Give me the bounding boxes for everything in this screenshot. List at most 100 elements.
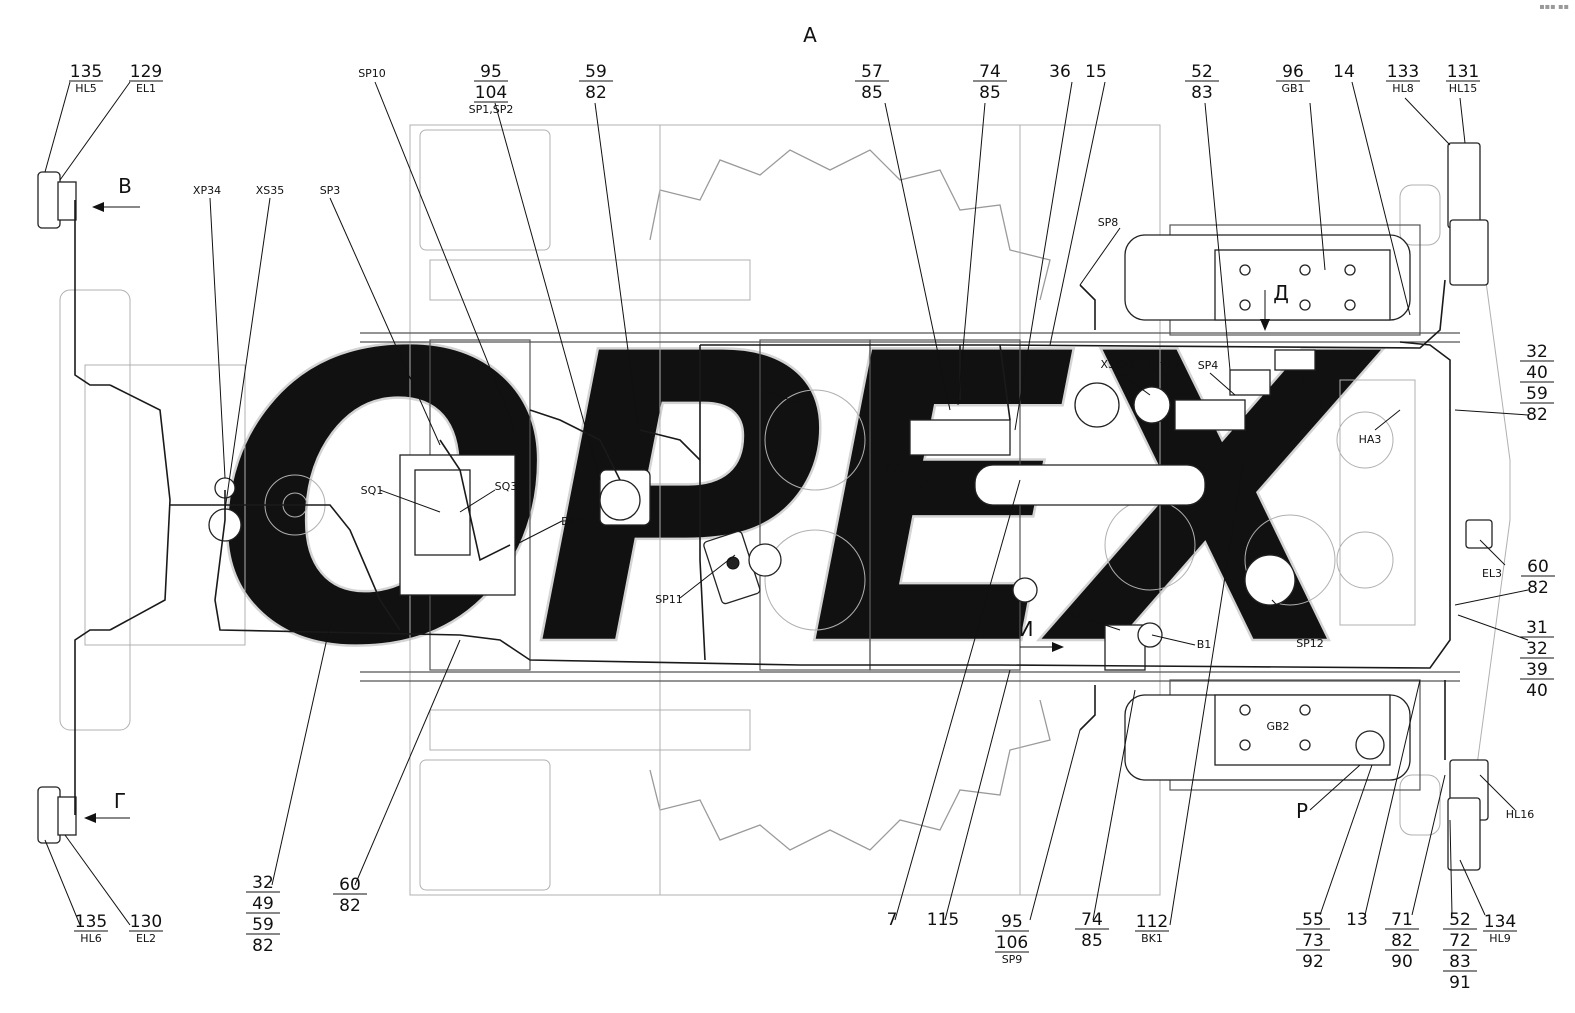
- device-label-xsya2: XSYA2: [1101, 358, 1136, 371]
- headlamps: [37, 142, 1493, 871]
- callout-c134-hl9-sub: HL9: [1489, 932, 1510, 945]
- callout-c135-hl5-num-0: 135: [70, 62, 102, 82]
- callout-c71-82-90-num-2: 90: [1391, 952, 1413, 972]
- callout-c55-73-92-num-0: 55: [1302, 910, 1324, 930]
- callout-c131-hl15-sub: HL15: [1449, 82, 1477, 95]
- callout-c32-40-59-82-num-2: 59: [1526, 384, 1548, 404]
- device-label-sp8: SP8: [1098, 216, 1119, 229]
- callout-c130-el2-sub: EL2: [136, 932, 156, 945]
- callout-c13-num-0: 13: [1346, 910, 1368, 930]
- device-label-sp7: SP7: [792, 394, 813, 407]
- callout-c135-hl6-num-0: 135: [75, 912, 107, 932]
- callout-c52-83-top-num-1: 83: [1191, 83, 1213, 103]
- callout-c71-82-90-num-1: 82: [1391, 931, 1413, 951]
- callout-c32-40-59-82-num-1: 40: [1526, 363, 1548, 383]
- device-label-sp11: SP11: [655, 593, 683, 606]
- device-label-s1: S1: [1068, 608, 1082, 621]
- callout-c133-hl8-sub: HL8: [1392, 82, 1413, 95]
- device-label-el3: EL3: [1482, 567, 1502, 580]
- callout-c52-72-83-91-num-0: 52: [1449, 910, 1471, 930]
- harness: [74, 200, 1451, 815]
- callout-c74-85-top-num-1: 85: [979, 83, 1001, 103]
- callout-c129-el1-sub: EL1: [136, 82, 156, 95]
- callout-c135-hl5-sub: HL5: [75, 82, 96, 95]
- direction-label-4: Ж: [882, 453, 904, 477]
- callout-c15-num-0: 15: [1085, 62, 1107, 82]
- callout-c32-49-59-82-num-3: 82: [252, 936, 274, 956]
- device-label-ha3: HA3: [1359, 433, 1382, 446]
- callout-c31-32-39-40-num-2: 39: [1526, 660, 1548, 680]
- callout-c74-85-top-num-0: 74: [979, 62, 1001, 82]
- callout-c32-49-59-82-num-1: 49: [252, 894, 274, 914]
- device-label-sq3: SQ3: [495, 480, 518, 493]
- device-label-sp4: SP4: [1198, 359, 1219, 372]
- callout-c31-32-39-40-num-3: 40: [1526, 681, 1548, 701]
- callout-c32-40-59-82-num-3: 82: [1526, 405, 1548, 425]
- direction-label-6: Р: [1296, 799, 1308, 823]
- callout-c95-104-sub: SP1,SP2: [469, 103, 514, 116]
- callout-c112-bk1-num-0: 112: [1136, 912, 1168, 932]
- direction-label-0: В: [118, 174, 132, 198]
- callout-c95-106-num-1: 106: [996, 933, 1028, 953]
- device-label-sp10: SP10: [358, 67, 386, 80]
- callout-c130-el2-num-0: 130: [130, 912, 162, 932]
- callout-c135-hl6-sub: HL6: [80, 932, 101, 945]
- callout-c74-85-bottom-num-0: 74: [1081, 910, 1103, 930]
- device-label-gb2: GB2: [1266, 720, 1289, 733]
- callout-c7-num-0: 7: [887, 910, 898, 930]
- direction-arrows: [84, 202, 1307, 823]
- callout-c95-104-num-0: 95: [480, 62, 502, 82]
- callout-c32-49-59-82-num-2: 59: [252, 915, 274, 935]
- device-label-b1: B1: [1197, 638, 1212, 651]
- callout-c134-hl9-num-0: 134: [1484, 912, 1516, 932]
- direction-label-2: Д: [1273, 281, 1289, 305]
- callout-c95-106-num-0: 95: [1001, 912, 1023, 932]
- callout-c52-72-83-91-num-3: 91: [1449, 973, 1471, 993]
- callout-c112-bk1-sub: BK1: [1141, 932, 1163, 945]
- device-label-bk2: BK2: [561, 515, 583, 528]
- callout-c32-49-59-82-num-0: 32: [252, 873, 274, 893]
- callout-c57-85-num-1: 85: [861, 83, 883, 103]
- callout-c59-82-num-1: 82: [585, 83, 607, 103]
- device-label-hl16: HL16: [1506, 808, 1534, 821]
- direction-label-5: И: [1019, 617, 1034, 641]
- corner-mark: ▪▪▪ ▪▪: [1539, 2, 1569, 11]
- callout-c55-73-92-num-1: 73: [1302, 931, 1324, 951]
- callout-c52-72-83-91-num-1: 72: [1449, 931, 1471, 951]
- device-label-sp3: SP3: [320, 184, 341, 197]
- callout-c133-hl8-num-0: 133: [1387, 62, 1419, 82]
- callout-c74-85-bottom-num-1: 85: [1081, 931, 1103, 951]
- callout-c52-72-83-91-num-2: 83: [1449, 952, 1471, 972]
- direction-label-3: Е: [1312, 396, 1325, 420]
- callout-c115-num-0: 115: [927, 910, 959, 930]
- device-label-sq1: SQ1: [361, 484, 384, 497]
- callout-c32-40-59-82-num-0: 32: [1526, 342, 1548, 362]
- callout-c52-83-top-num-0: 52: [1191, 62, 1213, 82]
- callout-c14-num-0: 14: [1333, 62, 1355, 82]
- callout-c55-73-92-num-2: 92: [1302, 952, 1324, 972]
- leader-lines: [44, 81, 1529, 926]
- callout-c31-32-39-40-num-1: 32: [1526, 639, 1548, 659]
- battery-gb2: [1124, 694, 1411, 781]
- callout-c96-gb1-num-0: 96: [1282, 62, 1304, 82]
- callout-c96-gb1-sub: GB1: [1281, 82, 1304, 95]
- callout-c95-104-num-1: 104: [475, 83, 507, 103]
- callout-c57-85-num-0: 57: [861, 62, 883, 82]
- device-label-xs35: XS35: [256, 184, 285, 197]
- components: [208, 349, 1316, 671]
- callout-c131-hl15-num-0: 131: [1447, 62, 1479, 82]
- callout-c129-el1-num-0: 129: [130, 62, 162, 82]
- callout-c71-82-90-num-0: 71: [1391, 910, 1413, 930]
- callout-c60-82-right-num-0: 60: [1527, 557, 1549, 577]
- device-label-sp12: SP12: [1296, 637, 1324, 650]
- callout-c59-82-num-0: 59: [585, 62, 607, 82]
- callout-c36-num-0: 36: [1049, 62, 1071, 82]
- direction-label-1: Г: [114, 789, 126, 813]
- battery-gb1: [1124, 234, 1411, 321]
- callout-c95-106-sub: SP9: [1002, 953, 1023, 966]
- callout-c60-82-right-num-1: 82: [1527, 578, 1549, 598]
- callout-c31-32-39-40-num-0: 31: [1526, 618, 1548, 638]
- device-label-xsya1: XSYA1: [1146, 360, 1181, 373]
